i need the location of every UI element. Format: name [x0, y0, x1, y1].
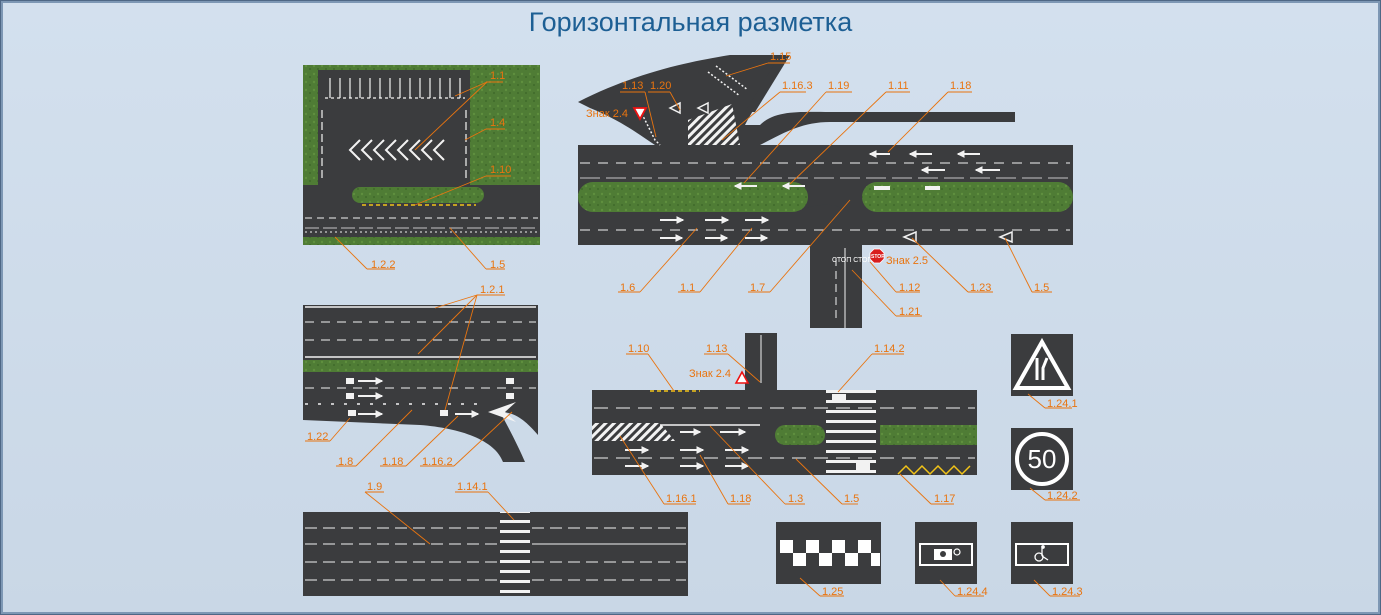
label-1-16-3: 1.16.3 — [782, 80, 813, 92]
label-1-4: 1.4 — [490, 117, 505, 129]
label-1-16-2: 1.16.2 — [422, 456, 453, 468]
page-title: Горизонтальная разметка — [528, 7, 853, 37]
yield-sign-icon — [632, 107, 648, 121]
label-1-6: 1.6 — [620, 282, 635, 294]
label-1-24-4: 1.24.4 — [957, 586, 988, 598]
tile-speed-1-24-2: 50 — [1011, 428, 1073, 490]
panel-intersection: СТОП СТОП STOP Знак 2.5 Знак 2.4 — [578, 55, 1073, 328]
label-1-1-b: 1.1 — [680, 282, 695, 294]
label-1-20: 1.20 — [650, 80, 671, 92]
label-1-16-1: 1.16.1 — [666, 493, 697, 505]
sign-2-4-label-a: Знак 2.4 — [586, 108, 628, 120]
label-1-2-1: 1.2.1 — [480, 284, 504, 296]
label-1-15: 1.15 — [770, 51, 791, 63]
label-1-14-1: 1.14.1 — [457, 481, 488, 493]
label-1-13-a: 1.13 — [622, 80, 643, 92]
yield-sign-icon-b — [734, 370, 750, 384]
tile-disabled-1-24-3 — [1011, 522, 1073, 584]
label-1-18-a: 1.18 — [950, 80, 971, 92]
label-1-24-3: 1.24.3 — [1052, 586, 1083, 598]
sign-2-4-label-b: Знак 2.4 — [689, 368, 731, 380]
stop-road-text: СТОП СТОП — [832, 257, 872, 264]
label-1-25: 1.25 — [822, 586, 843, 598]
label-1-5-c: 1.5 — [844, 493, 859, 505]
tile-camera-1-24-4 — [915, 522, 977, 584]
label-1-17: 1.17 — [934, 493, 955, 505]
label-1-24-2: 1.24.2 — [1047, 490, 1078, 502]
label-1-5-a: 1.5 — [490, 259, 505, 271]
label-1-5-b: 1.5 — [1034, 282, 1049, 294]
marking-labels: 1.1 1.4 1.10 1.2.2 1.5 1.15 1.13 1.20 1.… — [307, 51, 1083, 598]
label-1-19: 1.19 — [828, 80, 849, 92]
tile-warning-1-24-1 — [1011, 334, 1073, 396]
label-1-10-b: 1.10 — [628, 343, 649, 355]
label-1-11: 1.11 — [888, 80, 909, 92]
label-1-2-2: 1.2.2 — [371, 259, 395, 271]
label-1-10-a: 1.10 — [490, 164, 511, 176]
label-1-18-c: 1.18 — [730, 493, 751, 505]
label-1-12: 1.12 — [899, 282, 920, 294]
label-1-23: 1.23 — [970, 282, 991, 294]
road-narrows-icon — [1012, 337, 1072, 390]
sign-2-5-label: Знак 2.5 — [886, 255, 928, 267]
panel-multilane-crosswalk — [303, 512, 688, 596]
svg-text:STOP: STOP — [871, 254, 885, 260]
panel-t-junction-crosswalk: Знак 2.4 — [592, 333, 977, 476]
label-1-9: 1.9 — [367, 481, 382, 493]
label-1-24-1: 1.24.1 — [1047, 398, 1078, 410]
speed-limit-value: 50 — [1028, 444, 1057, 474]
panel-parking-lot — [303, 65, 540, 245]
panel-divided-road — [303, 305, 538, 462]
label-1-7: 1.7 — [750, 282, 765, 294]
tile-checker-1-25 — [776, 522, 881, 584]
label-1-13-b: 1.13 — [706, 343, 727, 355]
label-1-14-2: 1.14.2 — [874, 343, 905, 355]
label-1-21: 1.21 — [899, 306, 920, 318]
stop-sign-icon: STOP — [869, 248, 885, 264]
wheelchair-icon — [1034, 545, 1049, 562]
label-1-1-a: 1.1 — [490, 70, 505, 82]
label-1-22: 1.22 — [307, 431, 328, 443]
label-1-3: 1.3 — [788, 493, 803, 505]
label-1-18-b: 1.18 — [382, 456, 403, 468]
leader-lines — [305, 62, 1080, 597]
label-1-8: 1.8 — [338, 456, 353, 468]
